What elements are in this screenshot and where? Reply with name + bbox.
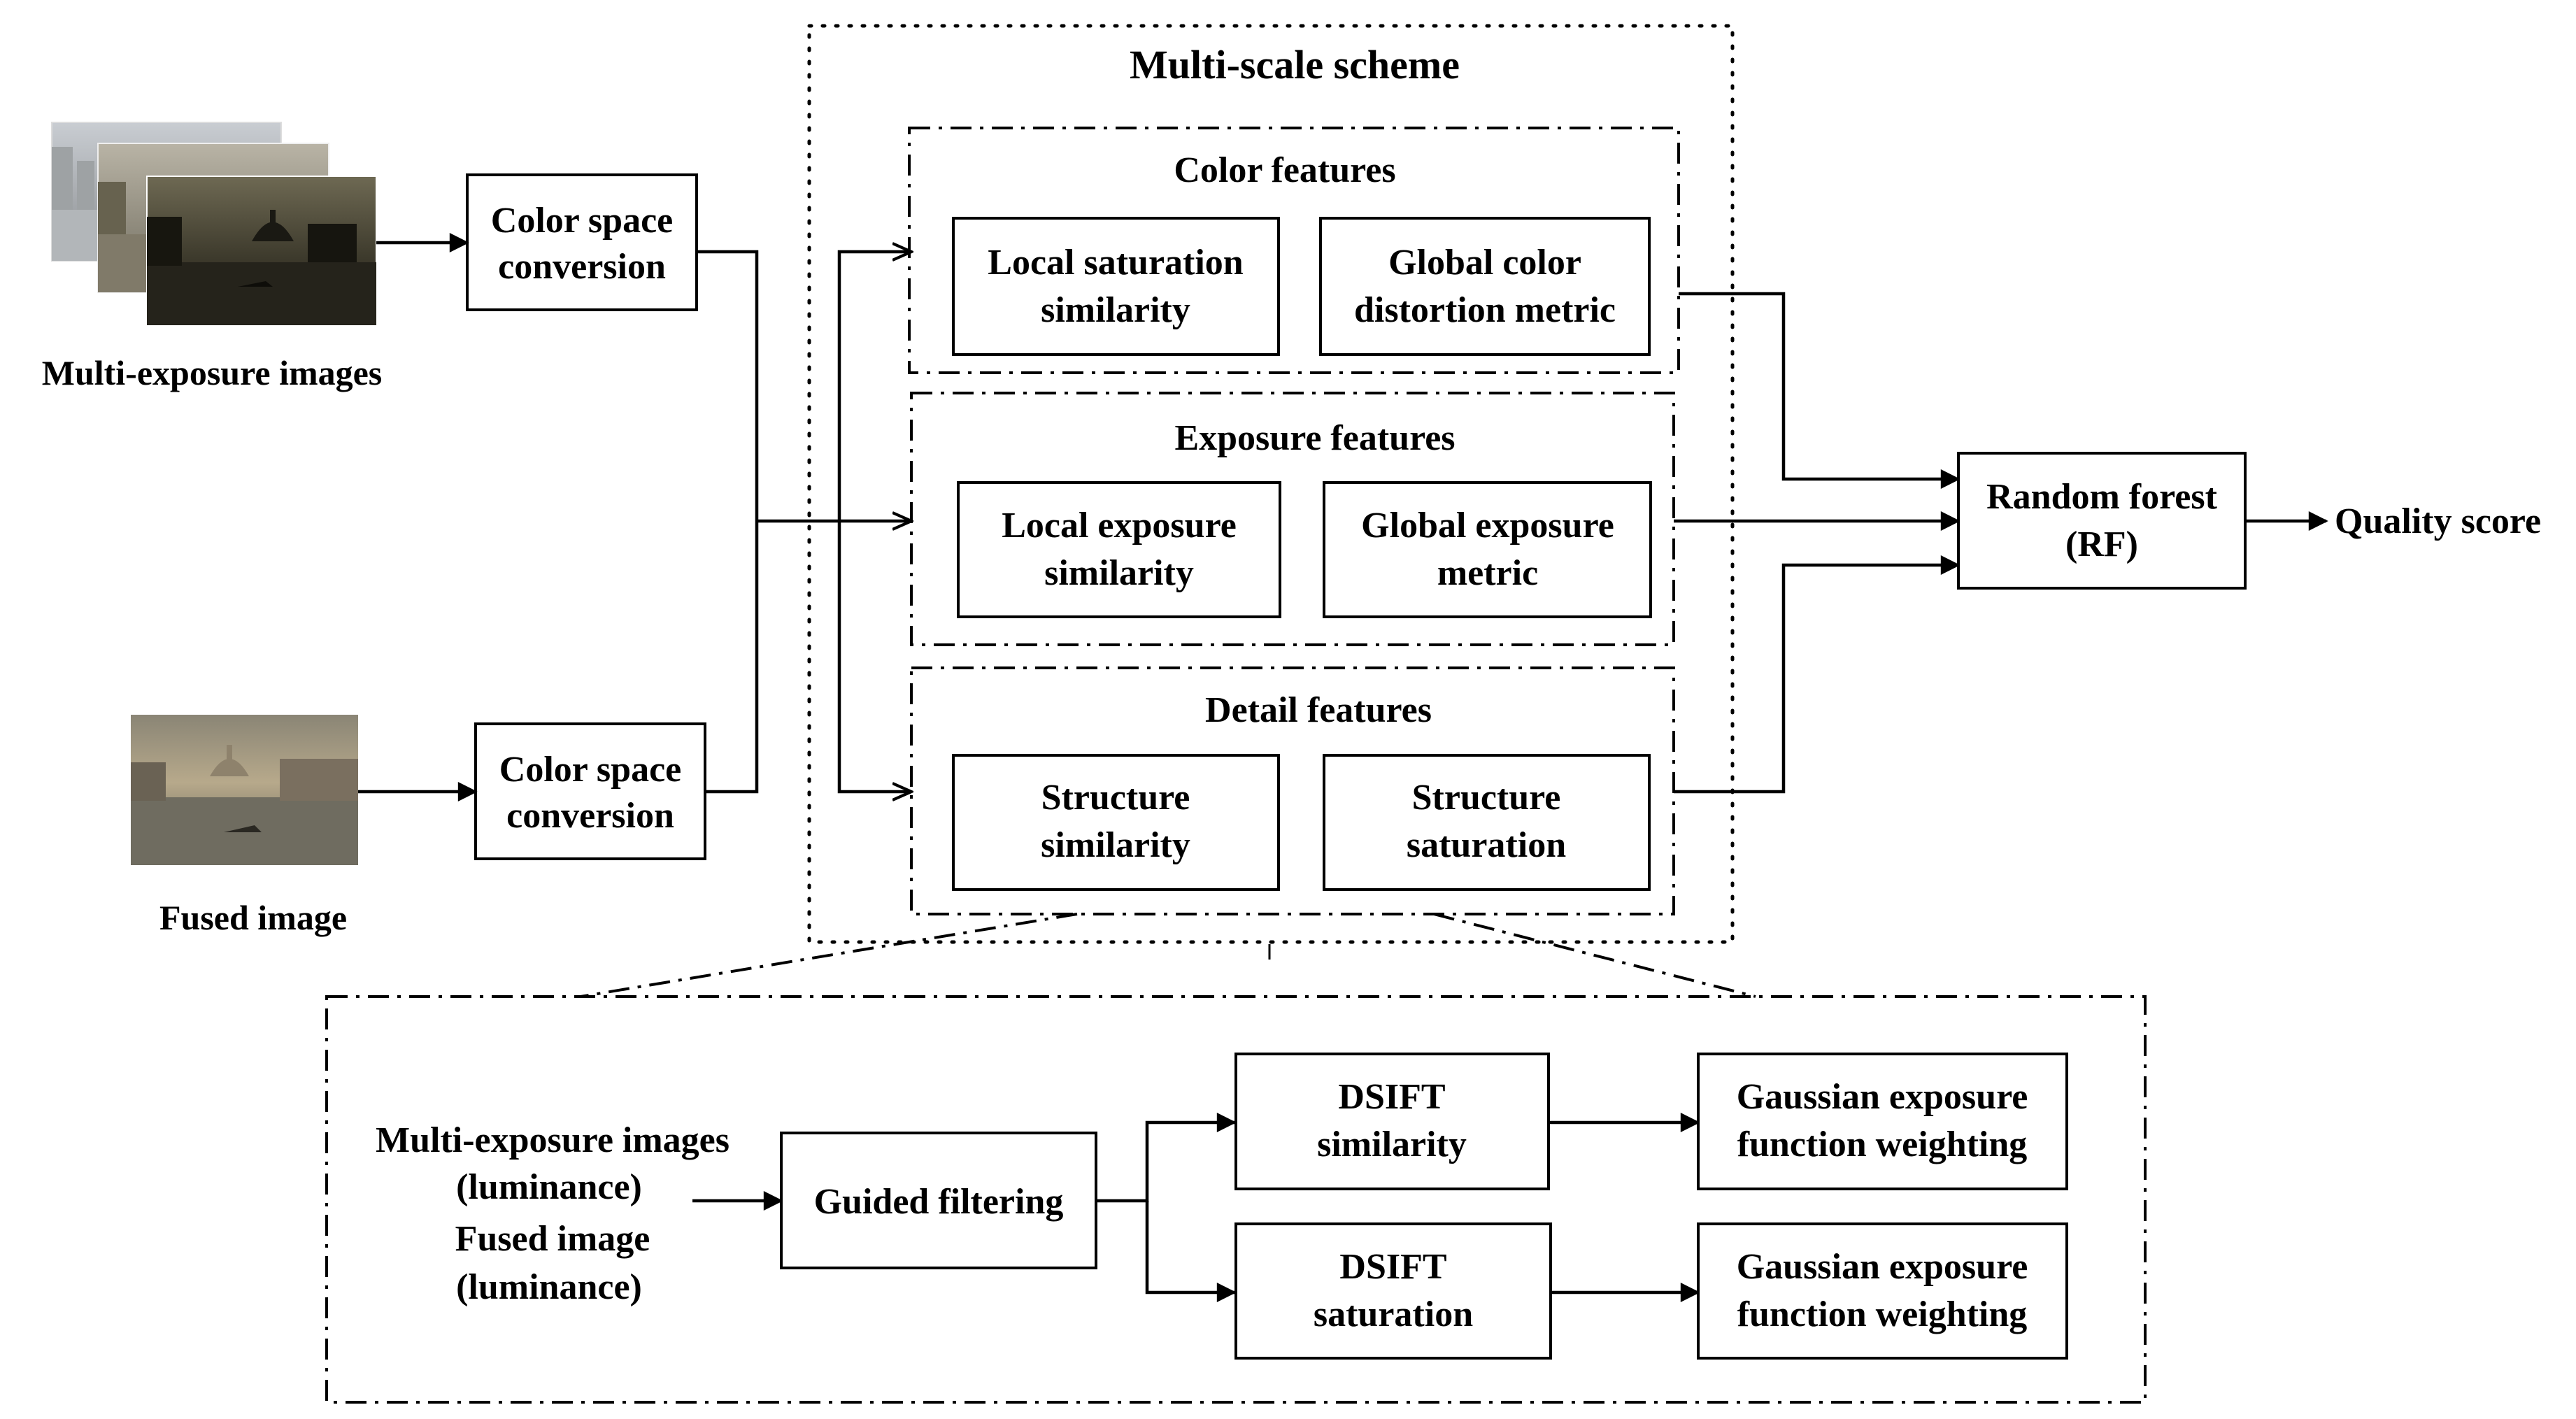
multi-scale-scheme-title: Multi-scale scheme [1130, 42, 1460, 87]
exposure-image-dark [146, 176, 377, 326]
structure-similarity-line1: Structure [1041, 778, 1190, 818]
dsift-similarity-box: DSIFT similarity [1234, 1053, 1550, 1190]
color-features-group: Color features Local saturation similari… [908, 127, 1680, 374]
structure-saturation-line2: saturation [1407, 825, 1566, 865]
gaussian-weighting-top-box: Gaussian exposure function weighting [1697, 1053, 2068, 1190]
color-space-bottom-line1: Color space [499, 750, 681, 790]
global-exposure-line2: metric [1437, 553, 1538, 593]
gauss-top-line2: function weighting [1737, 1125, 2028, 1164]
local-saturation-line1: Local saturation [988, 243, 1244, 283]
local-exposure-line2: similarity [1044, 553, 1194, 593]
dsift-saturation-box: DSIFT saturation [1234, 1222, 1552, 1360]
color-space-conversion-bottom: Color space conversion [474, 722, 706, 860]
random-forest-box: Random forest (RF) [1957, 452, 2247, 590]
color-space-conversion-top: Color space conversion [466, 173, 698, 311]
color-space-top-line1: Color space [491, 201, 673, 241]
guided-filtering-box: Guided filtering [780, 1132, 1097, 1269]
gauss-bottom-line2: function weighting [1737, 1295, 2028, 1334]
global-color-line2: distortion metric [1354, 290, 1616, 330]
lum-input-line2: (luminance) [456, 1167, 642, 1207]
structure-similarity-line2: similarity [1041, 825, 1190, 865]
fused-image-caption: Fused image [159, 898, 347, 937]
exposure-features-title: Exposure features [1174, 418, 1455, 458]
detail-expansion-container [325, 995, 2147, 1404]
gauss-bottom-line1: Gaussian exposure [1737, 1247, 2028, 1287]
global-exposure-metric-box [1323, 481, 1652, 618]
structure-saturation-box [1323, 754, 1651, 891]
fused-image [131, 715, 358, 865]
exposure-features-group: Exposure features Local exposure similar… [910, 392, 1675, 646]
global-color-line1: Global color [1388, 243, 1581, 283]
guided-filtering-label: Guided filtering [814, 1182, 1064, 1222]
lum-input-line4: (luminance) [456, 1267, 642, 1307]
color-space-bottom-line2: conversion [506, 796, 674, 836]
gaussian-weighting-bottom-box: Gaussian exposure function weighting [1697, 1222, 2068, 1360]
dsift-sim-line1: DSIFT [1338, 1077, 1445, 1117]
luminance-inputs-text: Multi-exposure images (luminance) Fused … [376, 1120, 730, 1307]
local-exposure-similarity-box [957, 481, 1281, 618]
local-saturation-line2: similarity [1041, 290, 1190, 330]
dsift-sat-line1: DSIFT [1339, 1247, 1446, 1287]
zoom-guide-lines [580, 913, 1756, 998]
global-color-distortion-box [1319, 217, 1651, 356]
detail-features-group: Detail features Structure similarity Str… [910, 666, 1675, 915]
detail-features-title: Detail features [1205, 690, 1432, 730]
features-to-rf-connectors [1674, 292, 1961, 794]
structure-saturation-line1: Structure [1412, 778, 1561, 818]
dsift-sim-line2: similarity [1317, 1125, 1467, 1164]
csc-to-features-connectors [697, 252, 911, 792]
global-exposure-line1: Global exposure [1361, 506, 1614, 546]
color-space-top-line2: conversion [498, 247, 666, 287]
color-features-title: Color features [1174, 150, 1395, 190]
guided-to-dsift-connectors [1096, 1113, 1237, 1302]
multi-exposure-image-stack [51, 122, 377, 326]
local-saturation-similarity-box [952, 217, 1280, 356]
local-exposure-line1: Local exposure [1002, 506, 1237, 546]
structure-similarity-box [952, 754, 1280, 891]
random-forest-line2: (RF) [2065, 525, 2138, 564]
gauss-top-line1: Gaussian exposure [1737, 1077, 2028, 1117]
dsift-sat-line2: saturation [1314, 1295, 1473, 1334]
multi-exposure-images-caption: Multi-exposure images [42, 353, 383, 392]
lum-input-line1: Multi-exposure images [376, 1120, 730, 1160]
random-forest-line1: Random forest [1986, 477, 2217, 517]
multi-scale-scheme-container [807, 24, 1735, 944]
quality-score-label: Quality score [2335, 501, 2541, 541]
lum-input-line3: Fused image [455, 1219, 650, 1259]
